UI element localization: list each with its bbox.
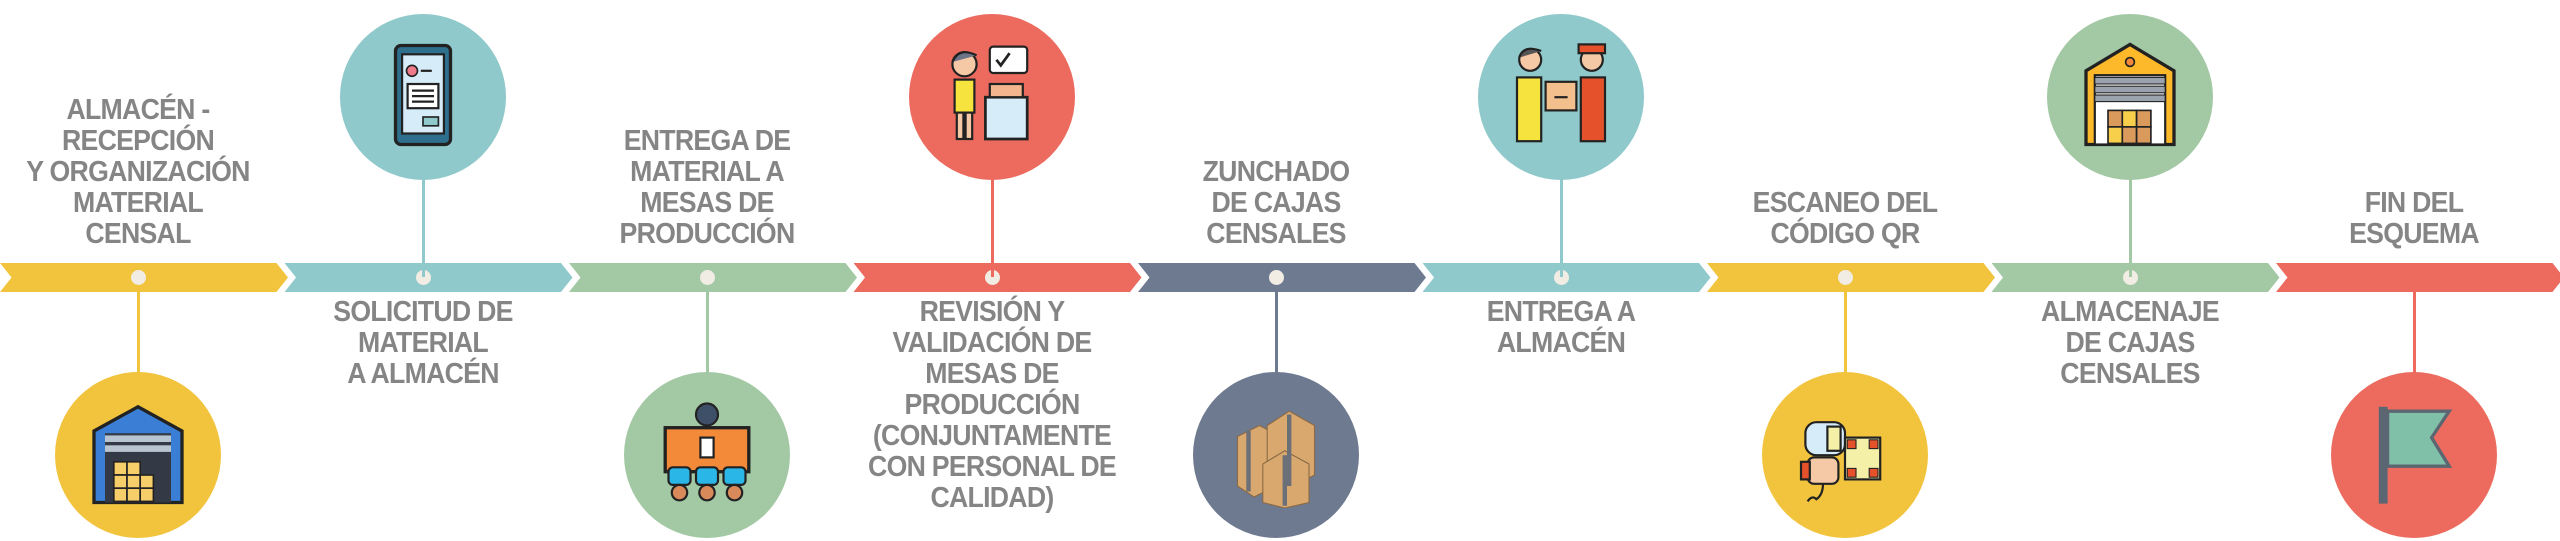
step-icon-circle (1477, 14, 1644, 180)
connector-line (137, 290, 140, 375)
timeline-dot (131, 270, 146, 285)
flag-icon (2359, 398, 2469, 513)
delivery-handover-icon (1506, 40, 1616, 155)
step-label: ZUNCHADO DE CAJAS CENSALES (1202, 156, 1351, 250)
warehouse-blue-icon (83, 398, 193, 513)
step-label: ALMACENAJE DE CAJAS CENSALES (2040, 296, 2220, 390)
connector-line (706, 290, 709, 375)
inspector-icon (937, 40, 1047, 155)
step-icon-circle (1193, 372, 1359, 538)
step-icon-circle (1762, 372, 1928, 538)
qr-scanner-icon (1790, 398, 1900, 513)
step-label: ENTREGA DE MATERIAL A MESAS DE PRODUCCIÓ… (619, 125, 796, 250)
step-icon-circle (2046, 14, 2213, 180)
step-icon-circle (339, 14, 506, 180)
connector-line (1275, 290, 1278, 375)
smartphone-icon (368, 40, 478, 155)
connector-line (2413, 290, 2416, 375)
step-label: ESCANEO DEL CÓDIGO QR (1752, 187, 1938, 250)
connector-line (421, 178, 425, 277)
boxes-icon (1221, 398, 1331, 513)
timeline-dot (415, 270, 431, 285)
timeline-dot (1838, 270, 1853, 285)
timeline-dot (700, 270, 715, 285)
step-label: FIN DEL ESQUEMA (2349, 187, 2479, 250)
timeline-dot (1553, 270, 1569, 285)
timeline-dot (984, 270, 1000, 285)
timeline-segment-9 (2276, 263, 2560, 292)
timeline-dot (2122, 270, 2138, 285)
step-label: SOLICITUD DE MATERIAL A ALMACÉN (332, 296, 513, 390)
connector-line (990, 178, 994, 277)
step-icon-circle (2331, 372, 2497, 538)
step-icon-circle (624, 372, 790, 538)
step-icon-circle (55, 372, 221, 538)
meeting-table-icon (652, 398, 762, 513)
step-icon-circle (908, 14, 1075, 180)
step-label: ENTREGA A ALMACÉN (1486, 296, 1635, 359)
connector-line (1844, 290, 1847, 375)
warehouse-yellow-icon (2075, 40, 2185, 155)
step-label: REVISIÓN Y VALIDACIÓN DE MESAS DE PRODUC… (867, 296, 1117, 514)
connector-line (2128, 178, 2132, 277)
timeline-dot (1269, 270, 1284, 285)
connector-line (1559, 178, 1563, 277)
step-label: ALMACÉN - RECEPCIÓN Y ORGANIZACIÓN MATER… (26, 94, 250, 250)
